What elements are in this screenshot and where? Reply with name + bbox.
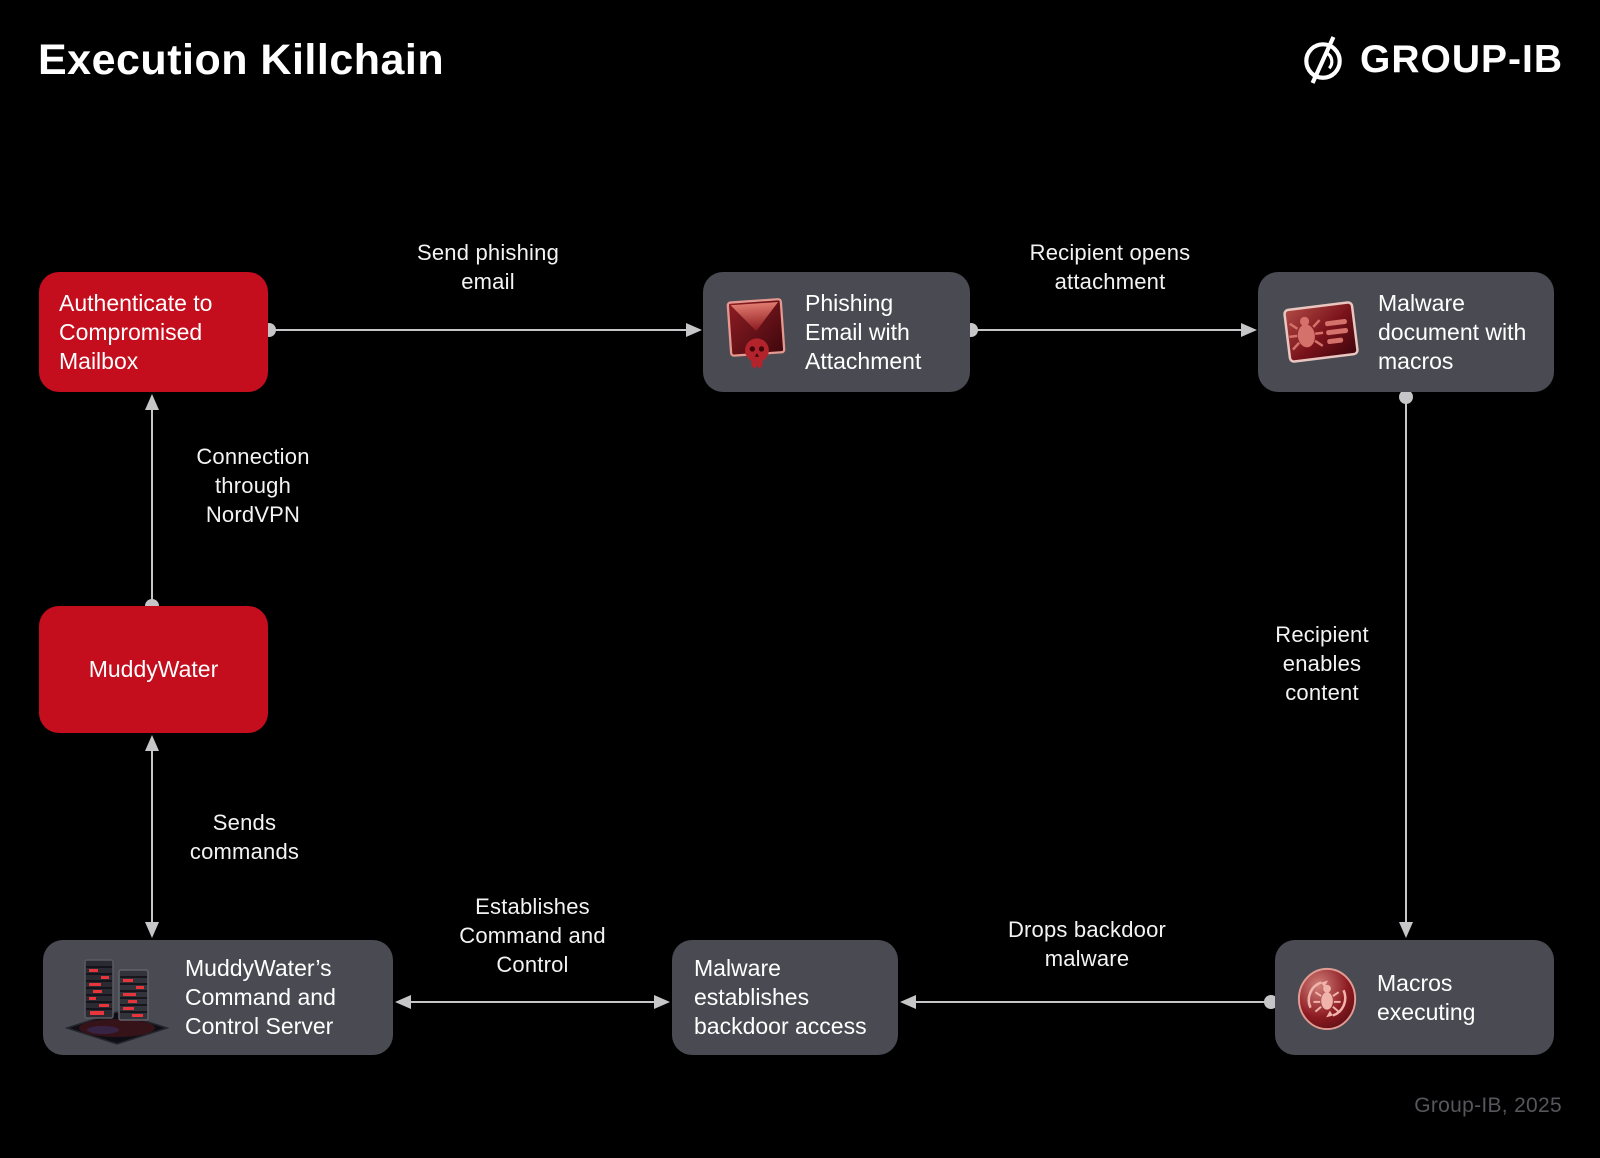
node-label: MuddyWater’s Command and Control Server (185, 955, 336, 1039)
edge-label-recipient-opens: Recipient opens attachment (1029, 240, 1191, 294)
brand-logo: GROUP-IB (1299, 36, 1563, 84)
node-macros-executing: Macros executing (1275, 940, 1554, 1055)
node-backdoor-access: Malware establishes backdoor access (672, 940, 898, 1055)
node-c2-server: MuddyWater’s Command and Control Server (43, 940, 393, 1055)
edge-label-drops-backdoor: Drops backdoor malware (1007, 917, 1167, 971)
malware-document-icon (1278, 295, 1364, 369)
node-label: Phishing Email with Attachment (805, 289, 922, 374)
node-authenticate-mailbox: Authenticate to Compromised Mailbox (39, 272, 268, 392)
phishing-email-icon (723, 292, 789, 372)
macros-icon (1295, 962, 1361, 1034)
page-title: Execution Killchain (38, 36, 445, 84)
footer-credit: Group-IB, 2025 (1414, 1094, 1562, 1117)
edge-label-sends-commands: Sends commands (189, 810, 300, 864)
edge-label-enables-content: Recipient enables content (1275, 622, 1369, 705)
group-ib-logo-icon (1304, 36, 1342, 84)
brand-wordmark: GROUP-IB (1360, 38, 1563, 81)
edge-label-nordvpn: Connection through NordVPN (196, 444, 310, 527)
node-label: Malware establishes backdoor access (694, 955, 867, 1039)
node-muddywater: MuddyWater (39, 606, 268, 733)
node-label: Macros executing (1377, 969, 1476, 1025)
node-malware-document: Malware document with macros (1258, 272, 1554, 392)
node-label: Malware document with macros (1378, 289, 1527, 374)
node-phishing-email: Phishing Email with Attachment (703, 272, 970, 392)
node-label: MuddyWater (88, 656, 219, 682)
edge-origin-dot (1399, 390, 1413, 404)
node-label: Authenticate to Compromised Mailbox (59, 289, 213, 374)
edge-label-establishes-c2: Establishes Command and Control (459, 894, 606, 977)
edge-label-send-phishing: Send phishing email (416, 240, 560, 294)
edge-origin-dot (1264, 995, 1278, 1009)
server-icon (59, 948, 175, 1048)
